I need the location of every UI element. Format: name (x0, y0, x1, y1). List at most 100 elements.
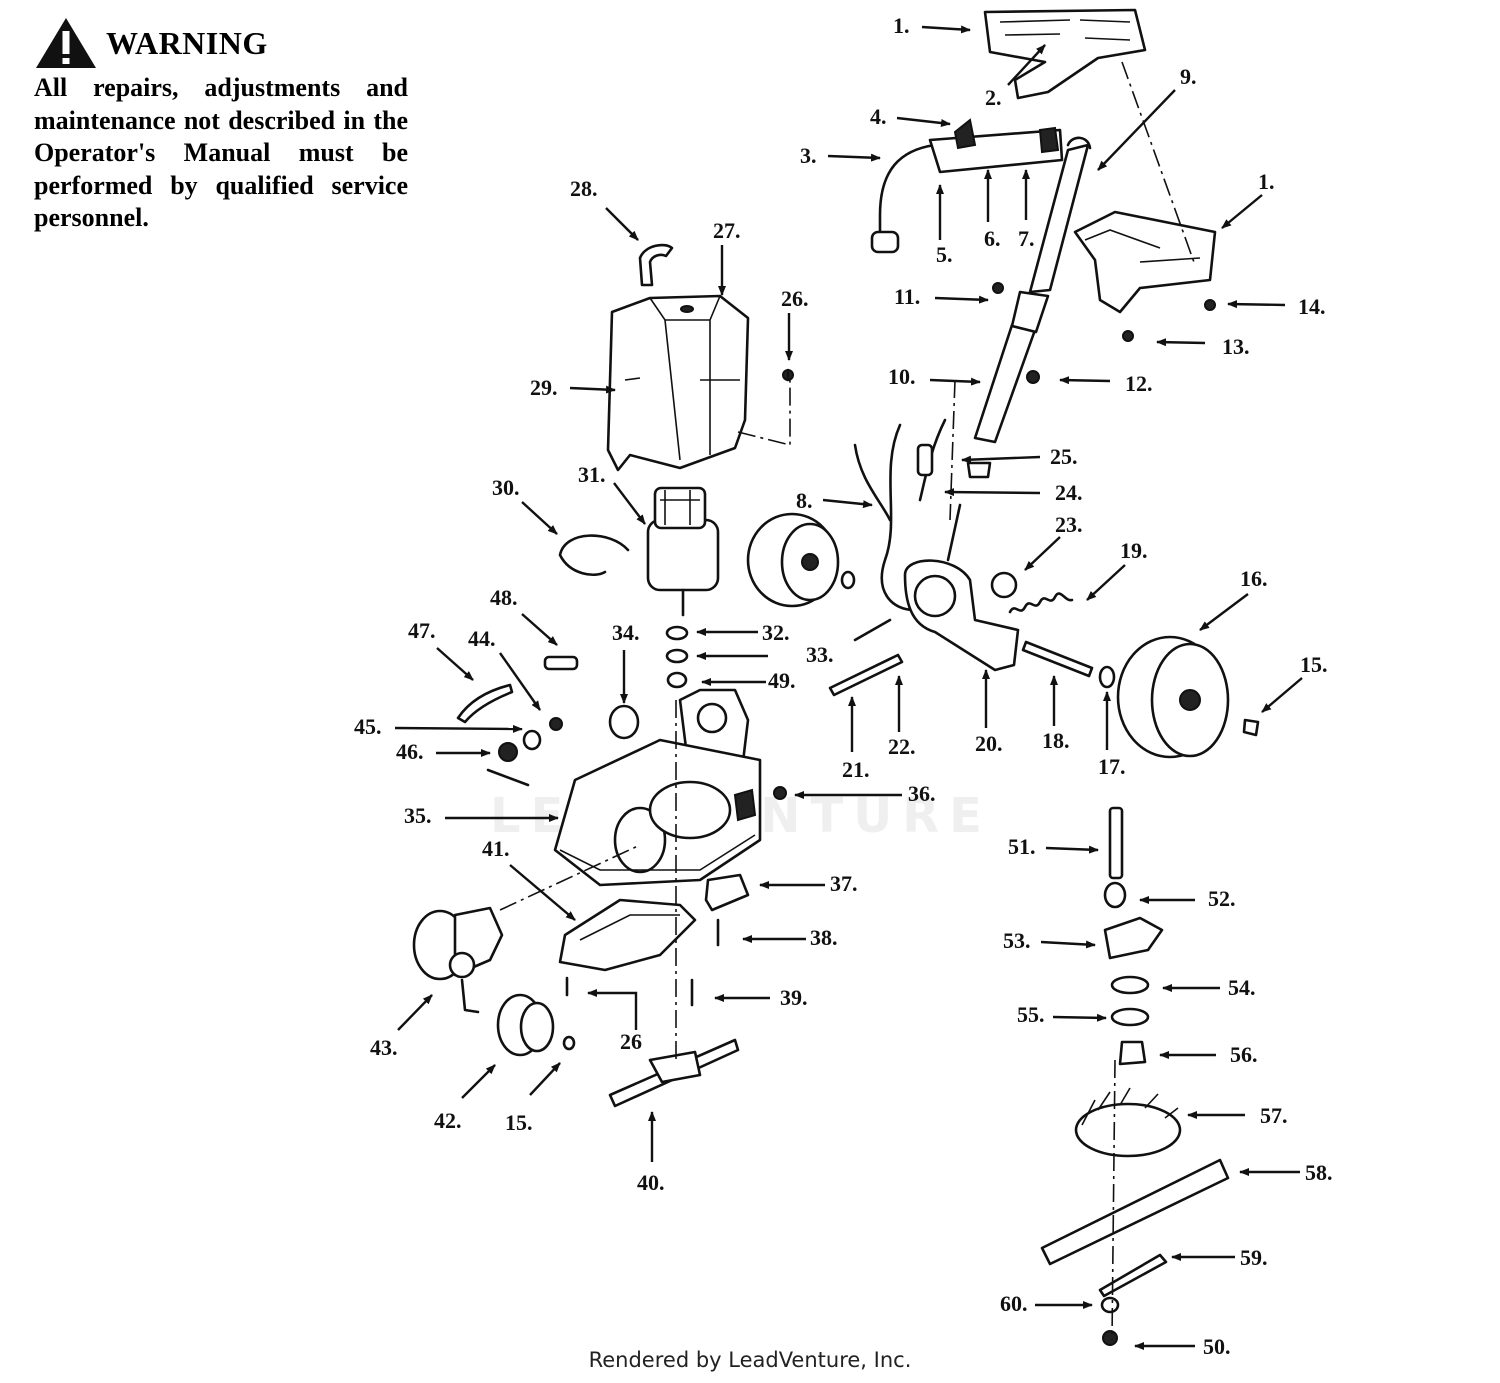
edger-blade (608, 1038, 740, 1108)
wheel-left-upper (746, 512, 856, 608)
part-drawings (412, 8, 1260, 1346)
part-label: 37. (830, 871, 858, 896)
switch-assembly (870, 118, 1064, 254)
part-label: 19. (1120, 538, 1148, 563)
debris-guard (558, 898, 697, 972)
part-label: 44. (468, 626, 496, 651)
screws (565, 368, 790, 1007)
warning-triangle-icon (36, 18, 96, 68)
cord-clip (638, 243, 674, 287)
wheel-small (496, 993, 576, 1057)
part-label: 39. (780, 985, 808, 1010)
bearing (608, 704, 640, 740)
part-label: 57. (1260, 1103, 1288, 1128)
part-label: 33. (806, 642, 834, 667)
part-label: 1. (893, 13, 910, 38)
part-label: 25. (1050, 444, 1078, 469)
callout-arrows (394, 25, 1303, 1350)
part-label: 28. (570, 176, 598, 201)
pivot-bracket (903, 503, 1020, 672)
small-parts-left (456, 655, 579, 787)
part-label: 6. (984, 226, 1001, 251)
blade-assembly-stack (1040, 806, 1230, 1346)
guard-rib (579, 914, 680, 941)
part-label: 59. (1240, 1245, 1268, 1270)
part-label: 2. (985, 85, 1002, 110)
part-label: 15. (505, 1110, 533, 1135)
part-label: 51. (1008, 834, 1036, 859)
part-label: 13. (1222, 334, 1250, 359)
small-bracket (704, 873, 750, 912)
warning-box: WARNING All repairs, adjustments and mai… (34, 16, 414, 235)
part-label: 56. (1230, 1042, 1258, 1067)
warning-title: WARNING (106, 24, 268, 61)
pivot-rod (828, 653, 904, 697)
part-label: 12. (1125, 371, 1153, 396)
part-label: 9. (1180, 64, 1197, 89)
part-label: 48. (490, 585, 518, 610)
part-label: 10. (888, 364, 916, 389)
part-label: 60. (1000, 1291, 1028, 1316)
bracket-hole (696, 702, 728, 734)
wheel-right (1116, 635, 1260, 759)
part-label: 31. (578, 462, 606, 487)
part-label: 30. (492, 475, 520, 500)
part-label: 14. (1298, 294, 1326, 319)
motor (646, 486, 720, 617)
part-label: 43. (370, 1035, 398, 1060)
part-label: 34. (612, 620, 640, 645)
gearbox-housing (412, 906, 504, 1014)
spring (1008, 592, 1074, 614)
part-label: 46. (396, 739, 424, 764)
part-label: 49. (768, 668, 796, 693)
part-label: 36. (908, 781, 936, 806)
upper-handle-tube (1028, 136, 1092, 294)
footer-credit: Rendered by LeadVenture, Inc. (588, 1348, 912, 1372)
part-label: 27. (713, 218, 741, 243)
part-label: 41. (482, 836, 510, 861)
motor-cover (606, 294, 750, 472)
part-number-labels: 1. 2. 9. 4. 3. 6. 7. 5. 1. 28. 27. 26. 1… (354, 13, 1333, 1359)
part-label: 8. (796, 488, 813, 513)
part-label: 1. (1258, 169, 1275, 194)
part-label: 42. (434, 1108, 462, 1133)
part-label: 40. (637, 1170, 665, 1195)
part-label: 20. (975, 731, 1003, 756)
part-label: 22. (888, 734, 916, 759)
part-label: 38. (810, 925, 838, 950)
part-label: 7. (1018, 226, 1035, 251)
part-label: 55. (1017, 1002, 1045, 1027)
warning-text: All repairs, adjustments and maintenance… (34, 73, 408, 232)
part-label: 35. (404, 803, 432, 828)
part-label: 29. (530, 375, 558, 400)
part-label: 15. (1300, 652, 1328, 677)
part-label: 32. (762, 620, 790, 645)
warning-header: WARNING (34, 16, 414, 70)
rod-segment (853, 618, 892, 642)
part-label: 26 (620, 1029, 642, 1054)
part-label: 18. (1042, 728, 1070, 753)
part-label: 58. (1305, 1160, 1333, 1185)
clip-part (966, 461, 992, 479)
part-label: 47. (408, 618, 436, 643)
part-label: 23. (1055, 512, 1083, 537)
assembly-centerlines (499, 61, 1196, 1341)
retaining-ring (558, 534, 630, 576)
fasteners (773, 282, 1216, 800)
part-label: 45. (354, 714, 382, 739)
part-label: 16. (1240, 566, 1268, 591)
axle-bushing (1098, 665, 1116, 689)
axle (1021, 640, 1094, 678)
part-label: 50. (1203, 1334, 1231, 1359)
deck-base (553, 738, 762, 887)
lower-handle-tube (973, 290, 1050, 444)
wiring-harness (853, 418, 947, 612)
handle-grip-top (983, 8, 1147, 100)
washers-stack (665, 625, 689, 689)
part-label: 24. (1055, 480, 1083, 505)
part-label: 3. (800, 143, 817, 168)
part-label: 26. (781, 286, 809, 311)
handle-grip-side (1073, 210, 1217, 314)
part-label: 53. (1003, 928, 1031, 953)
